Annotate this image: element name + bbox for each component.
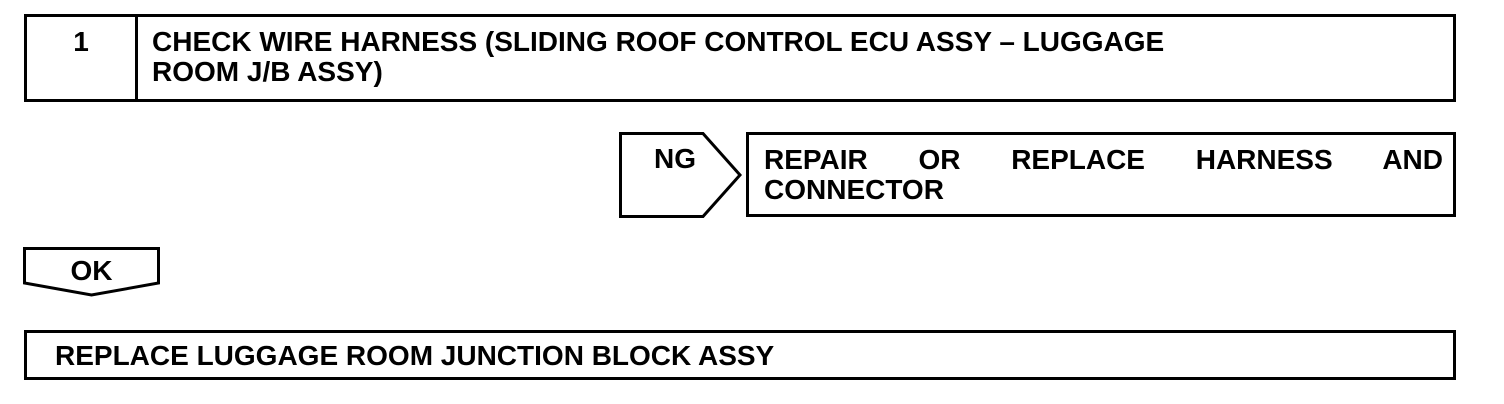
step-title-line-2: ROOM J/B ASSY) bbox=[152, 56, 383, 87]
ng-action-line-1: REPAIR OR REPLACE HARNESS AND bbox=[764, 144, 1443, 175]
result-action-box: REPLACE LUGGAGE ROOM JUNCTION BLOCK ASSY bbox=[24, 330, 1456, 380]
step-title-line-1: CHECK WIRE HARNESS (SLIDING ROOF CONTROL… bbox=[152, 26, 1165, 57]
ng-arrow-shape bbox=[619, 132, 743, 218]
ok-arrow-shape bbox=[23, 247, 160, 297]
step-number-cell: 1 bbox=[27, 17, 138, 99]
ng-label: NG bbox=[654, 143, 696, 174]
ng-action-box: REPAIR OR REPLACE HARNESS AND CONNECTOR bbox=[746, 132, 1456, 217]
result-action-text: REPLACE LUGGAGE ROOM JUNCTION BLOCK ASSY bbox=[55, 340, 775, 371]
step-title: CHECK WIRE HARNESS (SLIDING ROOF CONTROL… bbox=[152, 27, 1433, 87]
ng-action-text: REPAIR OR REPLACE HARNESS AND CONNECTOR bbox=[764, 145, 1443, 205]
ng-action-line-2: CONNECTOR bbox=[764, 174, 944, 205]
step-header-box: 1 CHECK WIRE HARNESS (SLIDING ROOF CONTR… bbox=[24, 14, 1456, 102]
ok-label: OK bbox=[70, 255, 113, 286]
step-number: 1 bbox=[73, 26, 89, 57]
